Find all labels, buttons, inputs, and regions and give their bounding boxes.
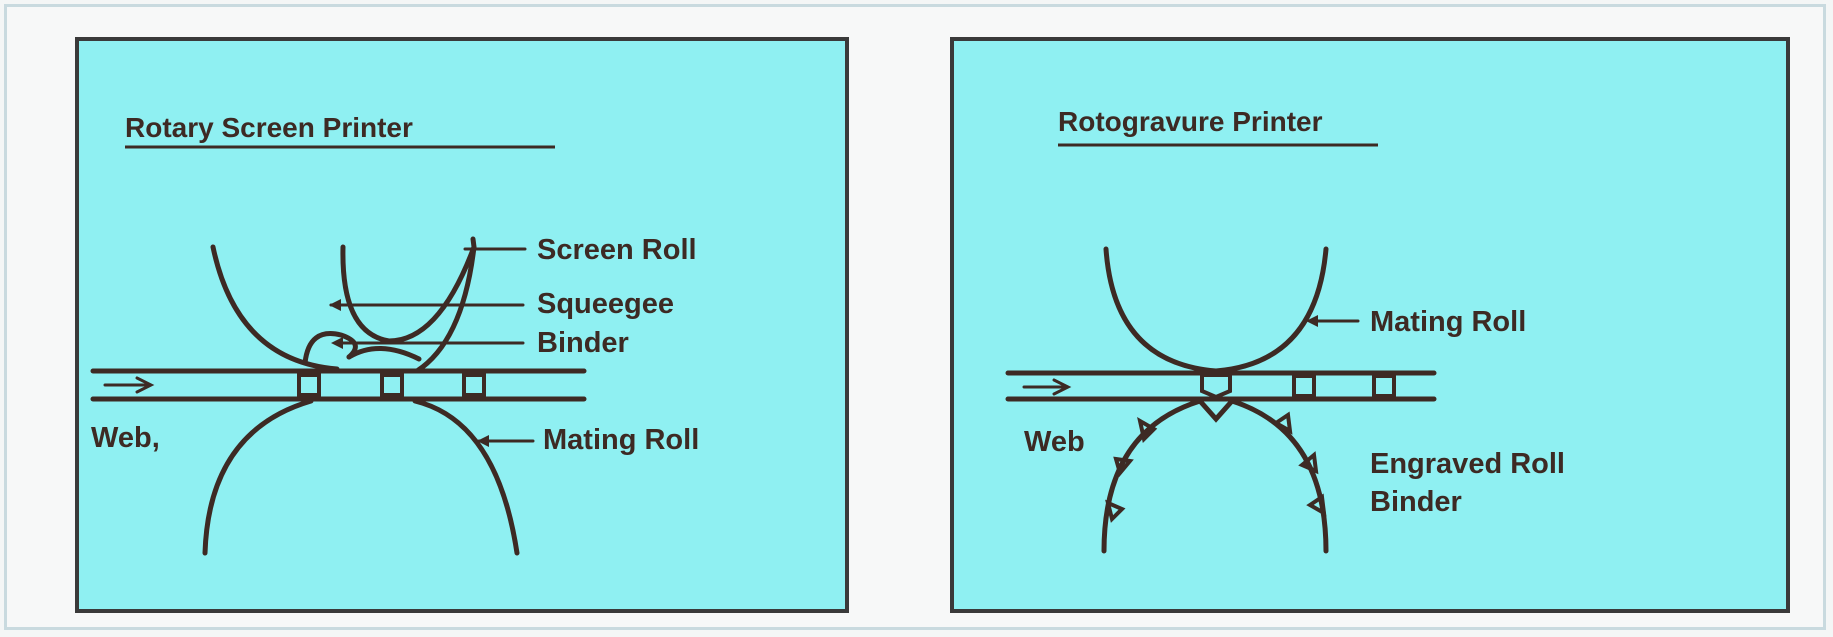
rotary-screen-diagram: Rotary Screen Printer — [90, 112, 699, 556]
engraved-cell — [1298, 451, 1319, 475]
arrowhead — [331, 337, 343, 349]
squeegee — [302, 331, 358, 366]
label-mating-roll: Mating Roll — [543, 424, 699, 456]
label-binder: Binder — [1370, 486, 1462, 518]
rotogravure-diagram: Rotogravure Printer — [1005, 106, 1565, 554]
engraved-cell — [1113, 456, 1134, 478]
rotogravure-printer-panel: Rotogravure Printer — [950, 37, 1790, 613]
binder-dot — [1292, 374, 1316, 398]
rotary-screen-printer-panel: Rotary Screen Printer — [75, 37, 849, 613]
engraved-cell — [1137, 417, 1158, 443]
label-mating-roll: Mating Roll — [1370, 306, 1526, 338]
engraved-roll-left-arc — [1101, 398, 1203, 554]
label-squeegee: Squeegee — [537, 288, 674, 320]
panel-title: Rotary Screen Printer — [125, 112, 413, 143]
label-engraved-roll: Engraved Roll — [1370, 448, 1565, 480]
arrowhead — [477, 435, 489, 447]
label-web: Web — [1024, 426, 1085, 458]
panel-title: Rotogravure Printer — [1058, 106, 1323, 137]
binder-dot — [462, 373, 486, 397]
engraved-cell-center — [1197, 398, 1235, 423]
mating-roll-right-arc — [412, 398, 520, 556]
binder-cell — [1200, 373, 1232, 400]
label-binder: Binder — [537, 327, 629, 359]
binder-dot — [297, 373, 321, 397]
engraved-cell — [1105, 499, 1126, 523]
binder-dot — [1372, 374, 1396, 398]
arrowhead — [329, 299, 341, 311]
engraved-cell — [1272, 411, 1293, 435]
upper-roll-left-arc — [210, 244, 340, 372]
arrowhead — [1306, 315, 1318, 327]
upper-mating-roll — [1103, 246, 1329, 374]
engraved-roll-right-arc — [1229, 398, 1329, 554]
label-screen-roll: Screen Roll — [537, 234, 697, 266]
binder-dot — [380, 373, 404, 397]
engraved-cell — [1306, 493, 1327, 517]
web-arrow-head — [1052, 378, 1072, 396]
mating-roll-left-arc — [202, 398, 314, 556]
label-web: Web, — [91, 422, 160, 454]
web-arrow-head — [135, 376, 155, 394]
upper-roll-right-arc — [414, 244, 477, 374]
binder-lobe — [346, 346, 422, 362]
screen-roll — [340, 236, 477, 344]
